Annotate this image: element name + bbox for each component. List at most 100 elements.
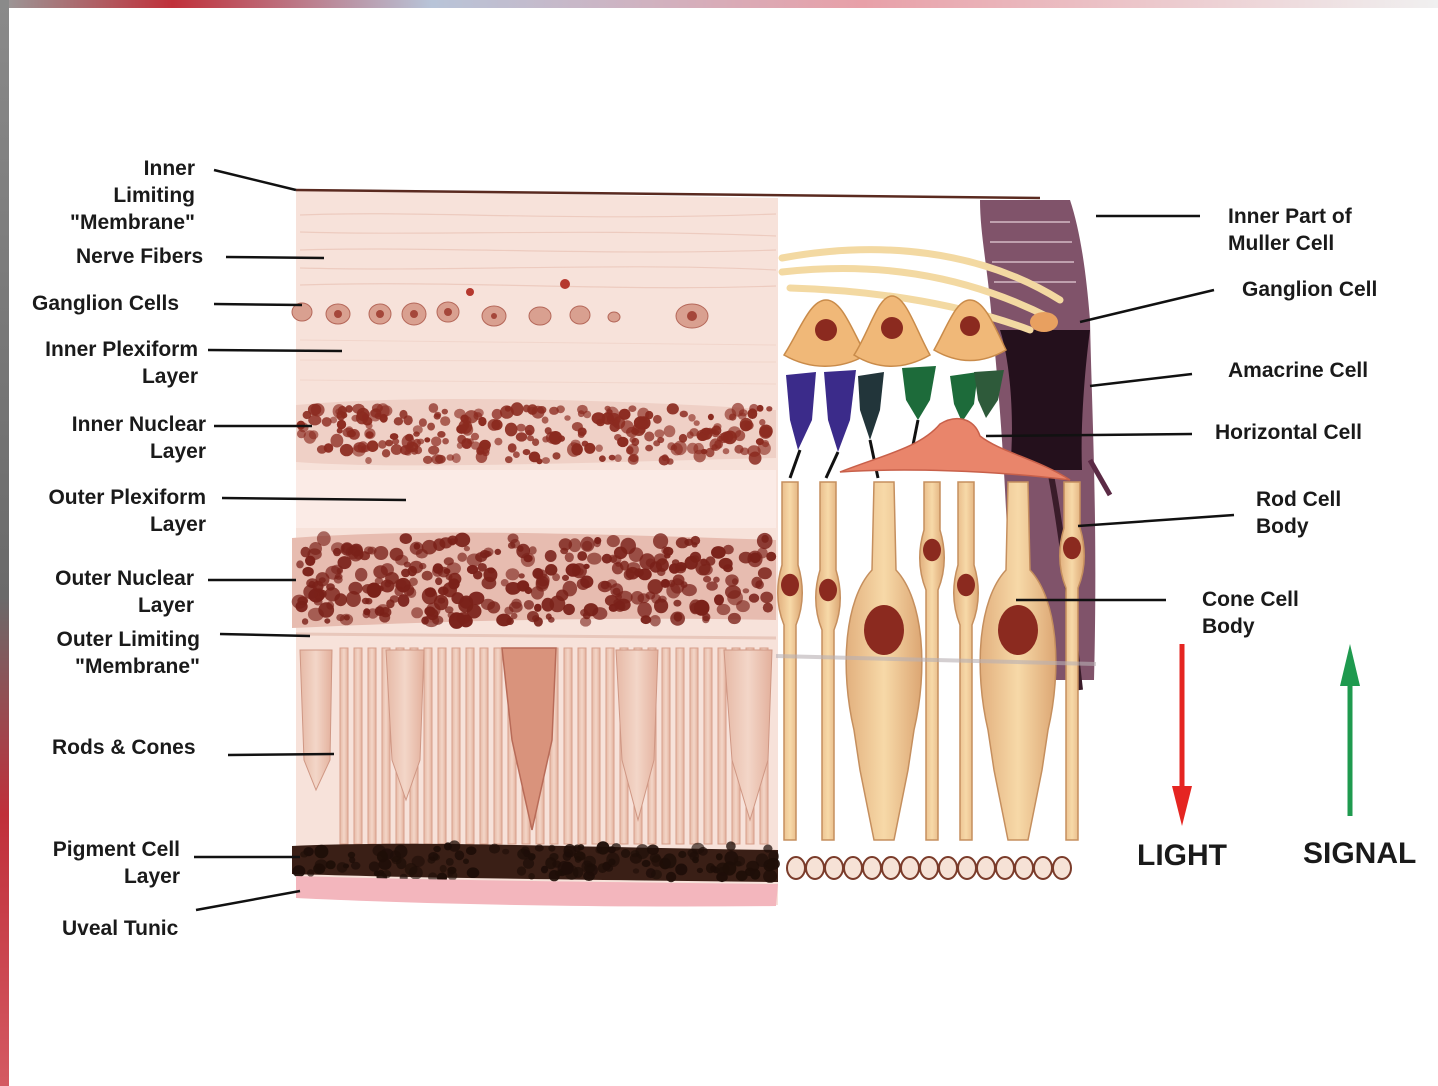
nucleus-dot: [401, 569, 410, 578]
nucleus-dot: [628, 405, 636, 412]
label-line: Ganglion Cell: [1242, 276, 1377, 303]
label-horizontal-cell: Horizontal Cell: [1215, 419, 1362, 446]
label-line: Layer: [55, 592, 194, 619]
rod-nucleus: [1063, 537, 1081, 560]
nucleus-dot: [562, 575, 569, 581]
nucleus-dot: [599, 455, 606, 462]
nucleus-dot: [759, 419, 765, 426]
slide-left-band: [0, 0, 9, 1086]
nucleus-dot: [701, 449, 708, 454]
nucleus-dot: [584, 863, 595, 873]
nucleus-dot: [556, 590, 568, 602]
nucleus-dot: [495, 549, 502, 555]
nucleus-dot: [719, 558, 733, 570]
rod-outer-segment: [676, 648, 684, 844]
pigment-bulb: [787, 857, 805, 879]
nucleus-dot: [541, 866, 548, 874]
nucleus-dot: [738, 413, 746, 420]
nucleus-dot: [627, 562, 641, 573]
nucleus-dot: [307, 869, 314, 876]
nucleus-dot: [608, 859, 615, 866]
nucleus-dot: [456, 425, 467, 434]
nucleus-dot: [366, 431, 374, 438]
nucleus-dot: [723, 448, 730, 454]
nucleus-dot: [438, 598, 446, 604]
pigment-bulb: [863, 857, 881, 879]
nucleus-dot: [653, 415, 662, 424]
nucleus-dot: [582, 441, 589, 447]
nucleus-dot: [703, 576, 711, 583]
rod-outer-segment: [354, 648, 362, 844]
nucleus-dot: [367, 583, 382, 598]
nucleus-dot: [553, 452, 561, 459]
pigment-bulb: [1053, 857, 1071, 879]
pigment-bulb: [958, 857, 976, 879]
nucleus-dot: [504, 607, 513, 615]
nucleus-dot: [631, 428, 639, 435]
nucleus-dot: [536, 574, 549, 587]
nucleus-dot: [548, 845, 555, 852]
nucleus-dot: [297, 430, 306, 439]
nucleus-dot: [571, 443, 583, 455]
nucleus-dot: [637, 408, 649, 421]
nucleus-dot: [734, 445, 743, 454]
nucleus-dot: [532, 438, 539, 446]
nucleus-dot: [525, 425, 535, 436]
nucleus-dot: [706, 581, 718, 590]
slide-top-band: [0, 0, 1438, 8]
pigment-bulb: [825, 857, 843, 879]
nucleus-dot: [428, 857, 436, 864]
nucleus-dot: [309, 542, 322, 555]
nucleus-dot: [513, 451, 520, 458]
nucleus-dot: [748, 408, 758, 419]
nucleus-dot: [529, 546, 537, 554]
nucleus-dot: [334, 593, 347, 606]
nucleus-dot: [650, 615, 661, 626]
nucleus-dot: [680, 411, 688, 418]
nucleus-dot: [697, 868, 703, 873]
nucleus-dot: [644, 432, 654, 442]
label-line: Nerve Fibers: [76, 243, 203, 270]
nucleus-dot: [548, 617, 555, 623]
label-line: Inner Part of: [1228, 203, 1352, 230]
nucleus-dot: [736, 871, 748, 882]
light-arrow: [1172, 644, 1192, 826]
rod-outer-segment: [592, 648, 600, 844]
nucleus-dot: [428, 446, 439, 455]
nucleus-dot: [392, 438, 399, 444]
nucleus-dot: [575, 856, 582, 863]
nucleus-dot: [433, 846, 441, 852]
nucleus-dot: [517, 866, 526, 875]
nucleus-dot: [523, 449, 531, 455]
nucleus-dot: [728, 613, 741, 624]
pigment-bulbs: [787, 857, 1071, 879]
nucleus-dot: [606, 579, 617, 588]
nucleus-dot: [447, 536, 458, 545]
pigment-bulb: [1034, 857, 1052, 879]
nucleus-dot: [552, 860, 561, 867]
nucleus-dot: [331, 434, 344, 448]
nucleus-dot: [597, 841, 610, 854]
label-line: Outer Limiting: [57, 626, 201, 653]
label-line: Body: [1256, 513, 1341, 540]
nucleus-dot: [489, 844, 500, 854]
nucleus-dot: [337, 428, 343, 434]
nucleus-dot: [721, 431, 734, 442]
nucleus-dot: [523, 405, 530, 413]
nucleus-dot: [578, 432, 585, 438]
nucleus-dot: [296, 560, 304, 568]
nucleus-dot: [685, 556, 698, 570]
label-pigment-cell-layer: Pigment Cell Layer: [53, 836, 180, 890]
nucleus-dot: [663, 853, 677, 868]
nucleus-dot: [766, 406, 772, 411]
nucleus-dot: [351, 862, 360, 870]
nucleus-dot: [638, 427, 646, 434]
nucleus-dot: [616, 599, 630, 611]
nucleus-dot: [736, 600, 750, 612]
nucleus-dot: [662, 454, 669, 461]
nucleus-dot: [422, 571, 433, 581]
nucleus-dot: [367, 608, 378, 618]
nucleus-dot: [734, 430, 745, 441]
label-line: Rod Cell: [1256, 486, 1341, 513]
